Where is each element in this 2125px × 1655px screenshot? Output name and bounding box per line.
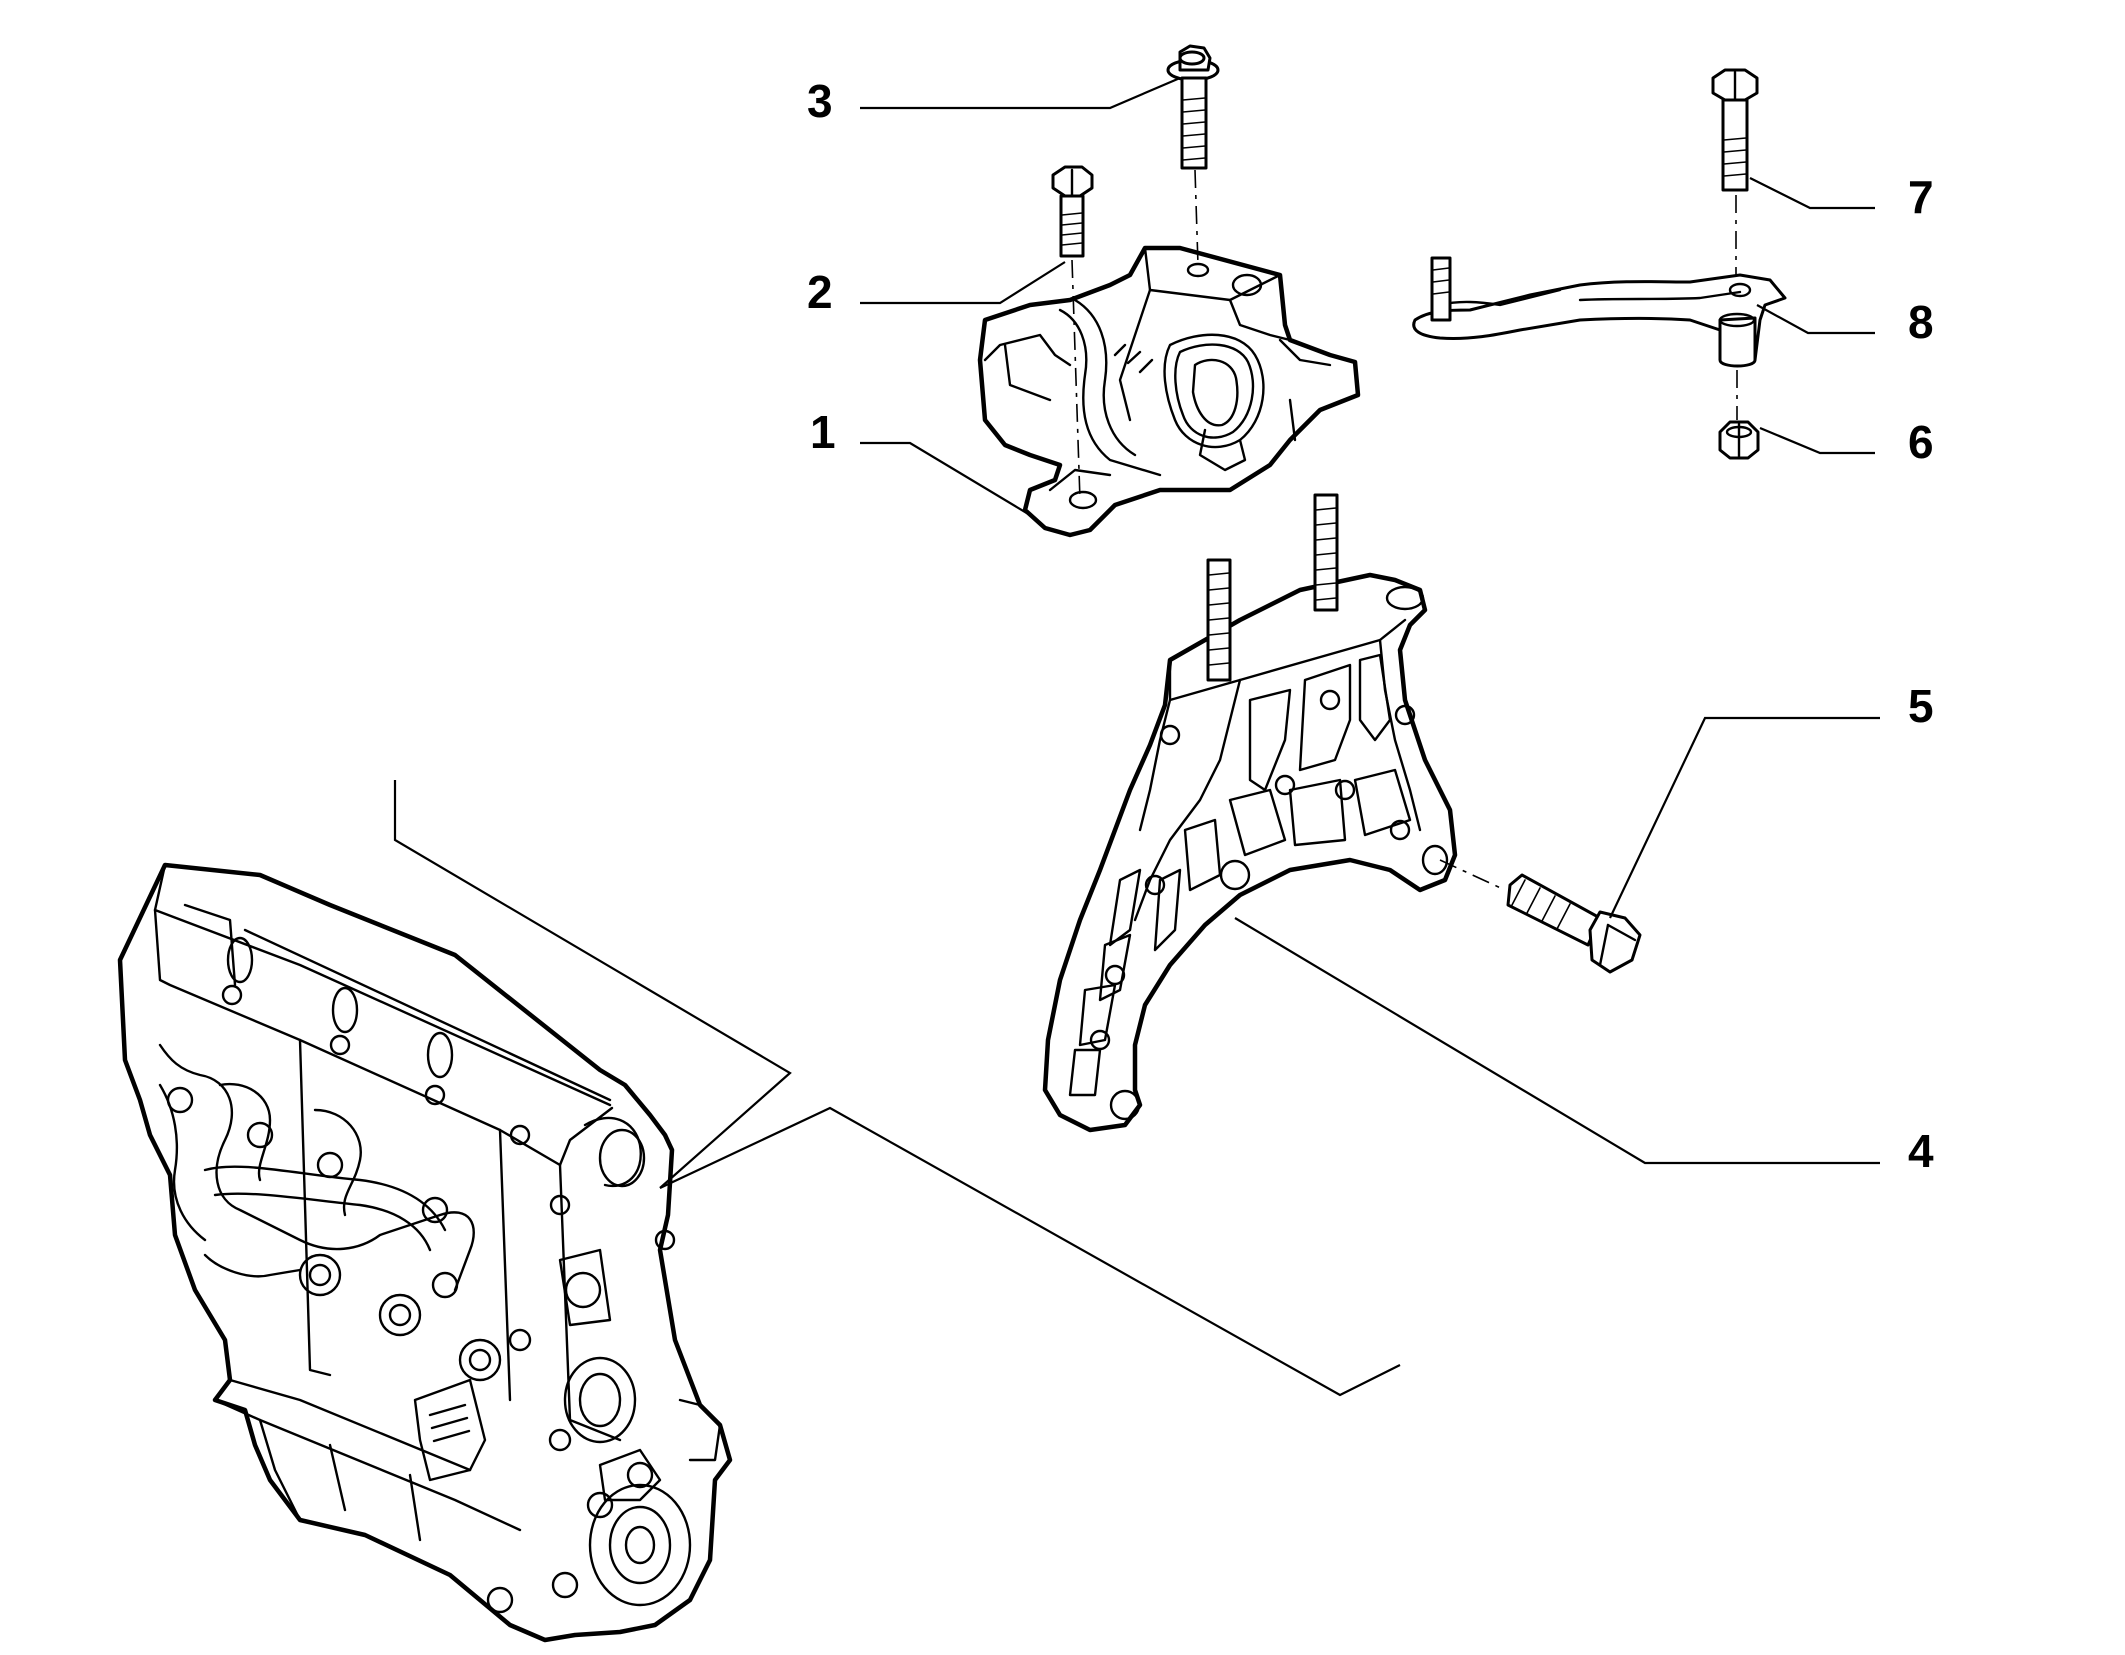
leader-2 bbox=[860, 261, 1066, 305]
nut-part-6 bbox=[1718, 420, 1760, 460]
callout-8: 8 bbox=[1908, 296, 1934, 348]
leader-5 bbox=[1609, 716, 1880, 919]
support-bracket-part-4 bbox=[1042, 493, 1506, 1133]
engine-mount-part-1 bbox=[977, 245, 1361, 538]
leader-6 bbox=[1759, 426, 1875, 455]
callout-5: 5 bbox=[1908, 680, 1934, 732]
callout-2: 2 bbox=[807, 266, 833, 318]
bolt-part-2 bbox=[1051, 165, 1094, 501]
leader-8 bbox=[1756, 304, 1875, 335]
bolt-part-7 bbox=[1711, 68, 1759, 285]
leader-lines bbox=[860, 76, 1880, 1165]
leader-1 bbox=[860, 441, 1031, 516]
leader-3 bbox=[860, 76, 1181, 110]
callout-4: 4 bbox=[1908, 1125, 1934, 1177]
link-arm-part-8 bbox=[1412, 256, 1787, 420]
engine-block bbox=[117, 862, 733, 1643]
callout-3: 3 bbox=[807, 75, 833, 127]
leader-7 bbox=[1749, 177, 1875, 210]
leader-4 bbox=[1234, 917, 1880, 1165]
callout-1: 1 bbox=[810, 406, 836, 458]
flanged-bolt-part-3 bbox=[1166, 44, 1220, 266]
assembly-lines bbox=[393, 780, 1401, 1397]
callout-6: 6 bbox=[1908, 416, 1934, 468]
callout-7: 7 bbox=[1908, 171, 1934, 223]
callout-labels: 1 2 3 4 5 6 7 8 bbox=[807, 75, 1934, 1177]
bolt-part-5 bbox=[1506, 873, 1642, 974]
